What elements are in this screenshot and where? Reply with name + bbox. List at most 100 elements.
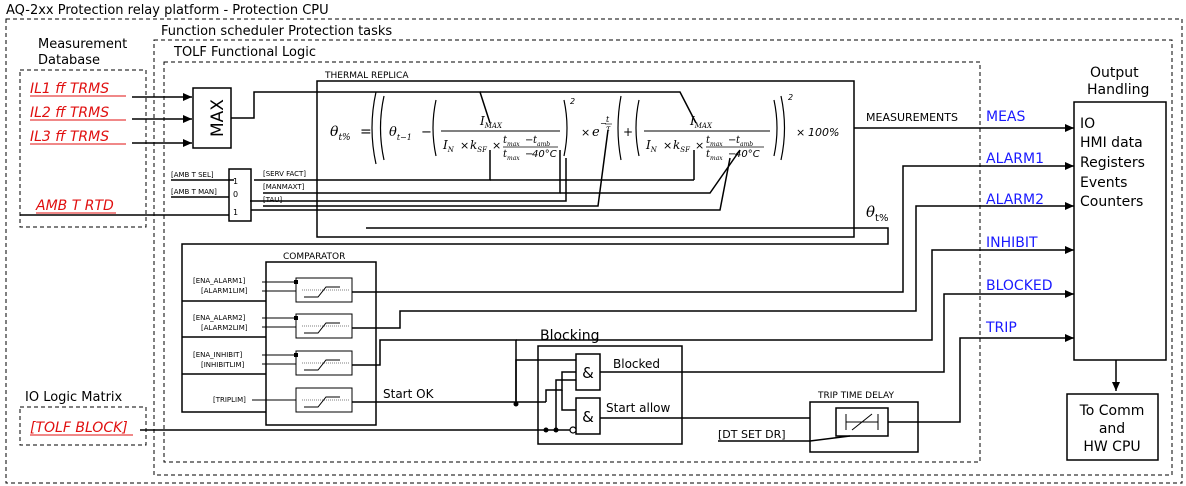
theta-output-label: θt% (866, 203, 888, 224)
svg-text:tmax: tmax (503, 135, 520, 148)
svg-text:−: − (421, 125, 432, 140)
svg-text:×: × (695, 139, 704, 152)
svg-text:−: − (525, 135, 533, 146)
scheduler-frame (153, 39, 1173, 476)
svg-text:40°C: 40°C (532, 149, 557, 160)
out-alarm1: ALARM1 (986, 151, 1044, 167)
param-manmaxt: [MANMAXT] (263, 183, 305, 191)
out-trip: TRIP (985, 320, 1017, 336)
param-wires (250, 129, 741, 211)
svg-text:IMAX: IMAX (689, 114, 713, 130)
oh-events: Events (1080, 175, 1127, 191)
output-handling-block (1073, 101, 1167, 361)
dt-set-dr: [DT SET DR] (718, 428, 786, 441)
comparator-title: COMPARATOR (283, 252, 345, 262)
input-il2: IL2 ff TRMS (30, 105, 109, 121)
to-comm-block (1066, 393, 1159, 461)
and-gate-blocked (575, 353, 601, 391)
sel-mark-1: 1 (233, 177, 238, 186)
amb-t-sel: [AMB T SEL] (171, 171, 214, 179)
out-meas: MEAS (986, 109, 1026, 125)
to-comm-line-2: and (1099, 421, 1125, 437)
svg-text:−: − (600, 119, 607, 128)
cmp-ena-alarm2: [ENA_ALARM2] (193, 314, 246, 322)
svg-text:IN: IN (442, 138, 455, 154)
blocking-title: Blocking (540, 328, 600, 344)
svg-text:−: − (525, 149, 533, 160)
oh-counters: Counters (1080, 194, 1143, 210)
comparator-input-wires (252, 281, 296, 401)
input-underlines (30, 95, 126, 214)
thermal-formula: θt% = θt−1 − IMAX IN × kSF × tmax − tamb… (330, 91, 839, 165)
param-tau: [TAU] (263, 196, 282, 204)
svg-text:tmax: tmax (706, 135, 723, 148)
svg-text:tmax: tmax (706, 149, 723, 162)
input-il1: IL1 ff TRMS (30, 81, 109, 97)
svg-text:×: × (663, 139, 672, 152)
svg-text:×: × (581, 126, 590, 139)
junction-dots (513, 401, 559, 433)
scheduler-title: Function scheduler Protection tasks (161, 24, 392, 39)
measurements-label: MEASUREMENTS (866, 111, 958, 124)
svg-text:2: 2 (570, 97, 575, 106)
svg-text:θt%: θt% (330, 124, 351, 143)
svg-text:×: × (796, 126, 805, 139)
sel-mark-1b: 1 (233, 208, 238, 217)
svg-text:IN: IN (645, 138, 658, 154)
param-serv-fact: [SERV FACT] (263, 170, 306, 178)
oh-hmi-data: HMI data (1080, 135, 1143, 151)
svg-text:t: t (606, 115, 610, 124)
thermal-title: THERMAL REPLICA (324, 71, 409, 81)
svg-text:kSF: kSF (470, 138, 488, 154)
amb-t-man: [AMB T MAN] (171, 188, 217, 196)
platform-title: AQ-2xx Protection relay platform - Prote… (6, 3, 329, 18)
io-matrix-title: IO Logic Matrix (25, 390, 123, 405)
blocking-block (537, 345, 683, 445)
svg-text:−: − (728, 135, 736, 146)
to-comm-line-1: To Comm (1079, 403, 1145, 419)
cmp-ena-inhibit: [ENA_INHIBIT] (193, 351, 242, 359)
comparator-cells (294, 277, 353, 413)
svg-text:θt−1: θt−1 (389, 125, 412, 142)
measurement-db-title-1: Measurement (38, 37, 127, 52)
and-gate-start-allow (575, 397, 601, 435)
svg-text:100%: 100% (808, 126, 839, 139)
oh-registers: Registers (1080, 155, 1145, 171)
cmp-alarm1lim: [ALARM1LIM] (201, 287, 248, 295)
tolf-frame (163, 61, 981, 463)
max-to-formula-wire (231, 91, 697, 124)
measurement-db-title-2: Database (38, 53, 100, 68)
cmp-ena-alarm1: [ENA_ALARM1] (193, 277, 246, 285)
trip-delay-symbol (845, 413, 879, 431)
cmp-inhibitlim: [INHIBITLIM] (201, 361, 245, 369)
trip-delay-title: TRIP TIME DELAY (817, 391, 894, 401)
svg-text:−: − (728, 149, 736, 160)
out-alarm2: ALARM2 (986, 192, 1044, 208)
protection-cpu-frame (5, 18, 1183, 484)
svg-text:tamb: tamb (736, 135, 753, 148)
out-blocked: BLOCKED (986, 278, 1053, 294)
start-ok-label: Start OK (383, 387, 435, 401)
blocked-label: Blocked (613, 357, 660, 371)
max-block (192, 87, 232, 149)
svg-text:tmax: tmax (503, 149, 520, 162)
oh-io: IO (1080, 116, 1095, 132)
output-handling-title-1: Output (1090, 65, 1139, 81)
inverter-bubble (569, 426, 577, 434)
output-handling-title-2: Handling (1087, 82, 1149, 98)
start-allow-label: Start allow (606, 401, 670, 415)
svg-text:e: e (592, 125, 600, 140)
out-inhibit: INHIBIT (986, 235, 1038, 251)
svg-text:2: 2 (788, 93, 793, 102)
measurement-db-frame (19, 69, 147, 228)
svg-text:kSF: kSF (673, 138, 691, 154)
cmp-alarm2lim: [ALARM2LIM] (201, 324, 248, 332)
input-amb-t-rtd: AMB T RTD (35, 198, 114, 214)
svg-text:×: × (460, 139, 469, 152)
thermal-replica-block (316, 80, 855, 238)
blocking-wires (140, 290, 1074, 431)
svg-text:tamb: tamb (533, 135, 550, 148)
amb-selector (228, 168, 252, 222)
svg-text:40°C: 40°C (735, 149, 760, 160)
